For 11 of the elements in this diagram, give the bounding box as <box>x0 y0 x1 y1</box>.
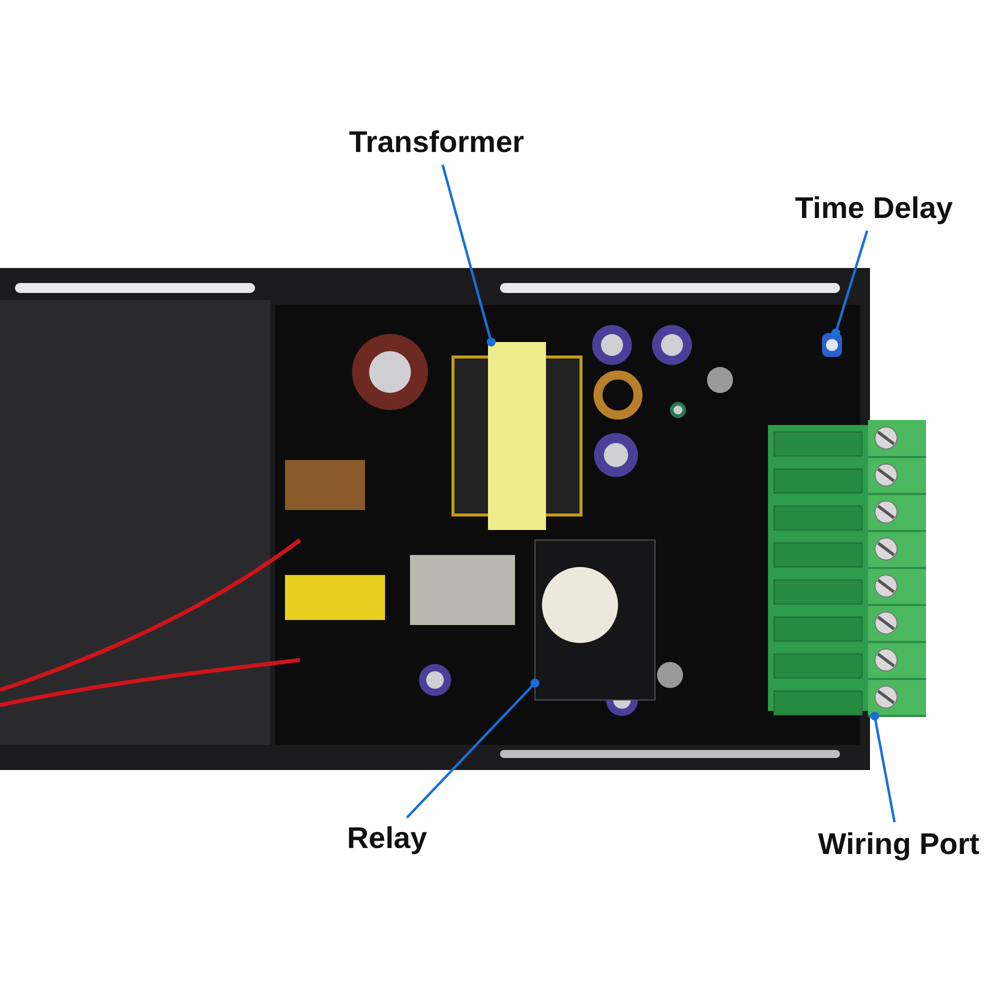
callout-label: Transformer <box>349 126 524 159</box>
leader-line <box>406 678 540 819</box>
transformer-drawing <box>452 342 582 530</box>
leader-line <box>441 164 496 346</box>
leader-line <box>831 230 868 338</box>
callout-label: Time Delay <box>795 192 953 225</box>
leader-line <box>870 712 896 822</box>
callout-label: Wiring Port <box>818 828 980 861</box>
callout-label: Relay <box>347 822 428 855</box>
terminal-block-drawing <box>768 420 926 717</box>
relay-drawing <box>534 540 656 700</box>
